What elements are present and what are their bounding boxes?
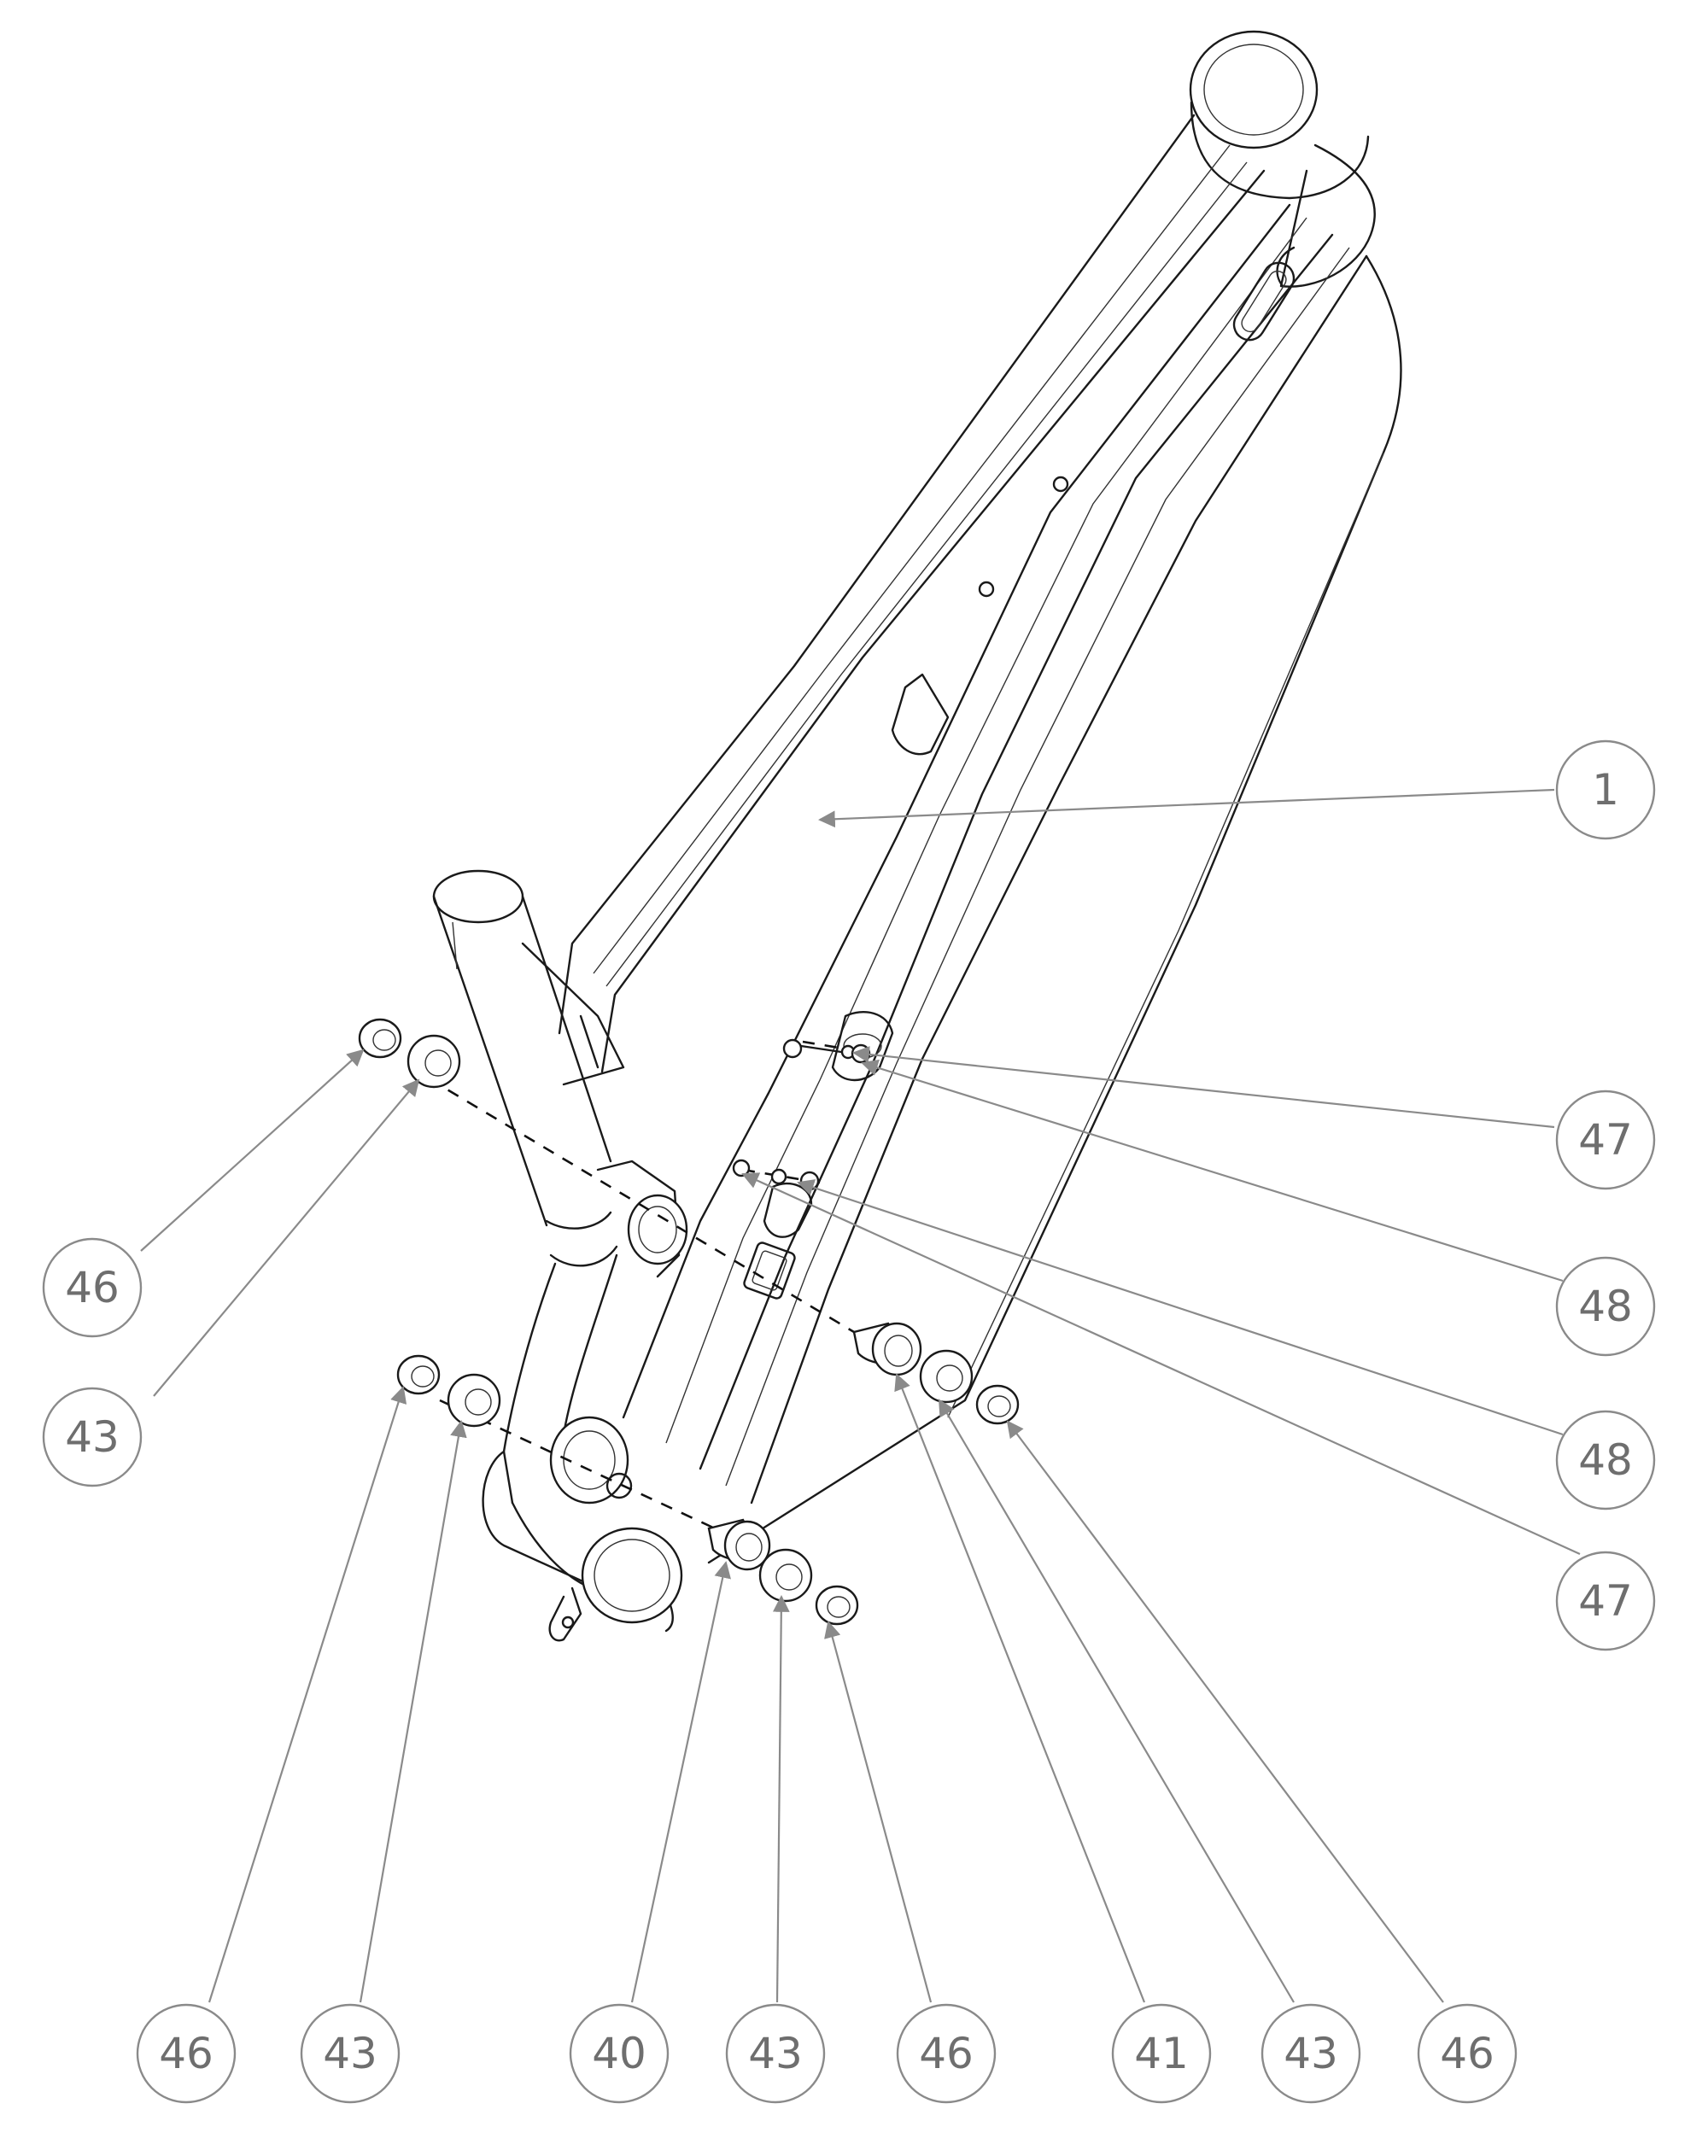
leader-46b (208, 1386, 407, 2003)
callout-label: 46 (65, 1263, 120, 1312)
seat-tube-top (432, 869, 524, 924)
leader-46d (1006, 1420, 1444, 2003)
callout-46: 46 (1417, 2003, 1518, 2104)
upper-pivot-axis (409, 1066, 855, 1334)
pivot-axes (409, 1040, 855, 1547)
callout-label: 48 (1578, 1435, 1633, 1485)
callout-46: 46 (136, 2003, 237, 2104)
cap-right-upper (975, 1384, 1020, 1425)
drive-port (743, 1242, 796, 1300)
cap-upper-left (358, 1018, 402, 1059)
callout-label: 47 (1578, 1576, 1633, 1626)
bolt-upper (782, 1038, 871, 1064)
callout-43: 43 (1261, 2003, 1361, 2104)
leader-43a (153, 1078, 420, 1397)
lower-mount (548, 1586, 582, 1642)
leader-46c (824, 1621, 933, 2003)
cap-right-lower (815, 1585, 859, 1626)
loose-parts (358, 1018, 1020, 1626)
callout-47: 47 (1555, 1551, 1656, 1651)
leader-43c (772, 1595, 790, 2003)
down-tube (622, 203, 1291, 1419)
leader-48a (861, 1059, 1564, 1282)
bearing-upper-left (407, 1034, 461, 1089)
callout-label: 43 (65, 1412, 120, 1462)
bearing-lower-left (447, 1373, 501, 1428)
bike-frame (432, 30, 1402, 1642)
leader-47b (741, 1172, 1581, 1556)
shock-mount (891, 673, 950, 756)
callout-label: 46 (919, 2029, 974, 2078)
callout-label: 43 (323, 2029, 377, 2078)
leader-48b (797, 1179, 1564, 1436)
callout-43: 43 (725, 2003, 826, 2104)
callout-46: 46 (42, 1237, 143, 1338)
pivot-boss-upper (627, 1194, 688, 1265)
callout-41: 41 (1111, 2003, 1212, 2104)
callouts: 1 47 48 48 47 46 43 46 (42, 739, 1656, 2104)
callout-label: 43 (748, 2029, 803, 2078)
callout-label: 41 (1134, 2029, 1189, 2078)
main-pivot (549, 1416, 629, 1505)
callout-48: 48 (1555, 1410, 1656, 1510)
bearing-right-upper (919, 1349, 974, 1404)
leader-46a (140, 1049, 365, 1252)
bolt-axis-upper (802, 1040, 855, 1052)
callout-label: 47 (1578, 1115, 1633, 1165)
leader-1 (818, 788, 1555, 828)
bottom-bracket (581, 1527, 683, 1624)
top-tube (558, 114, 1196, 1035)
callout-1: 1 (1555, 739, 1656, 840)
leader-43b (359, 1420, 467, 2003)
callout-48: 48 (1555, 1256, 1656, 1357)
leader-lines (140, 788, 1581, 2003)
callout-label: 46 (1440, 2029, 1494, 2078)
leader-41 (894, 1373, 1146, 2003)
callout-43: 43 (42, 1387, 143, 1487)
callout-43: 43 (300, 2003, 401, 2104)
leader-40 (630, 1561, 731, 2003)
callout-label: 40 (592, 2029, 646, 2078)
callout-40: 40 (569, 2003, 670, 2104)
callout-label: 48 (1578, 1282, 1633, 1331)
callout-label: 46 (159, 2029, 214, 2078)
cable-port (1232, 261, 1296, 342)
head-tube-body (1190, 101, 1370, 200)
bearing-right-lower (758, 1548, 813, 1603)
callout-47: 47 (1555, 1090, 1656, 1190)
head-tube-top (1189, 30, 1319, 149)
callout-label: 43 (1284, 2029, 1338, 2078)
callout-46: 46 (896, 2003, 997, 2104)
leader-47a (852, 1046, 1555, 1129)
chainstay-plate (831, 1010, 894, 1082)
cap-lower-left (396, 1354, 441, 1395)
leader-43d (938, 1399, 1295, 2003)
seat-tube (432, 895, 548, 1227)
callout-label: 1 (1592, 765, 1619, 815)
